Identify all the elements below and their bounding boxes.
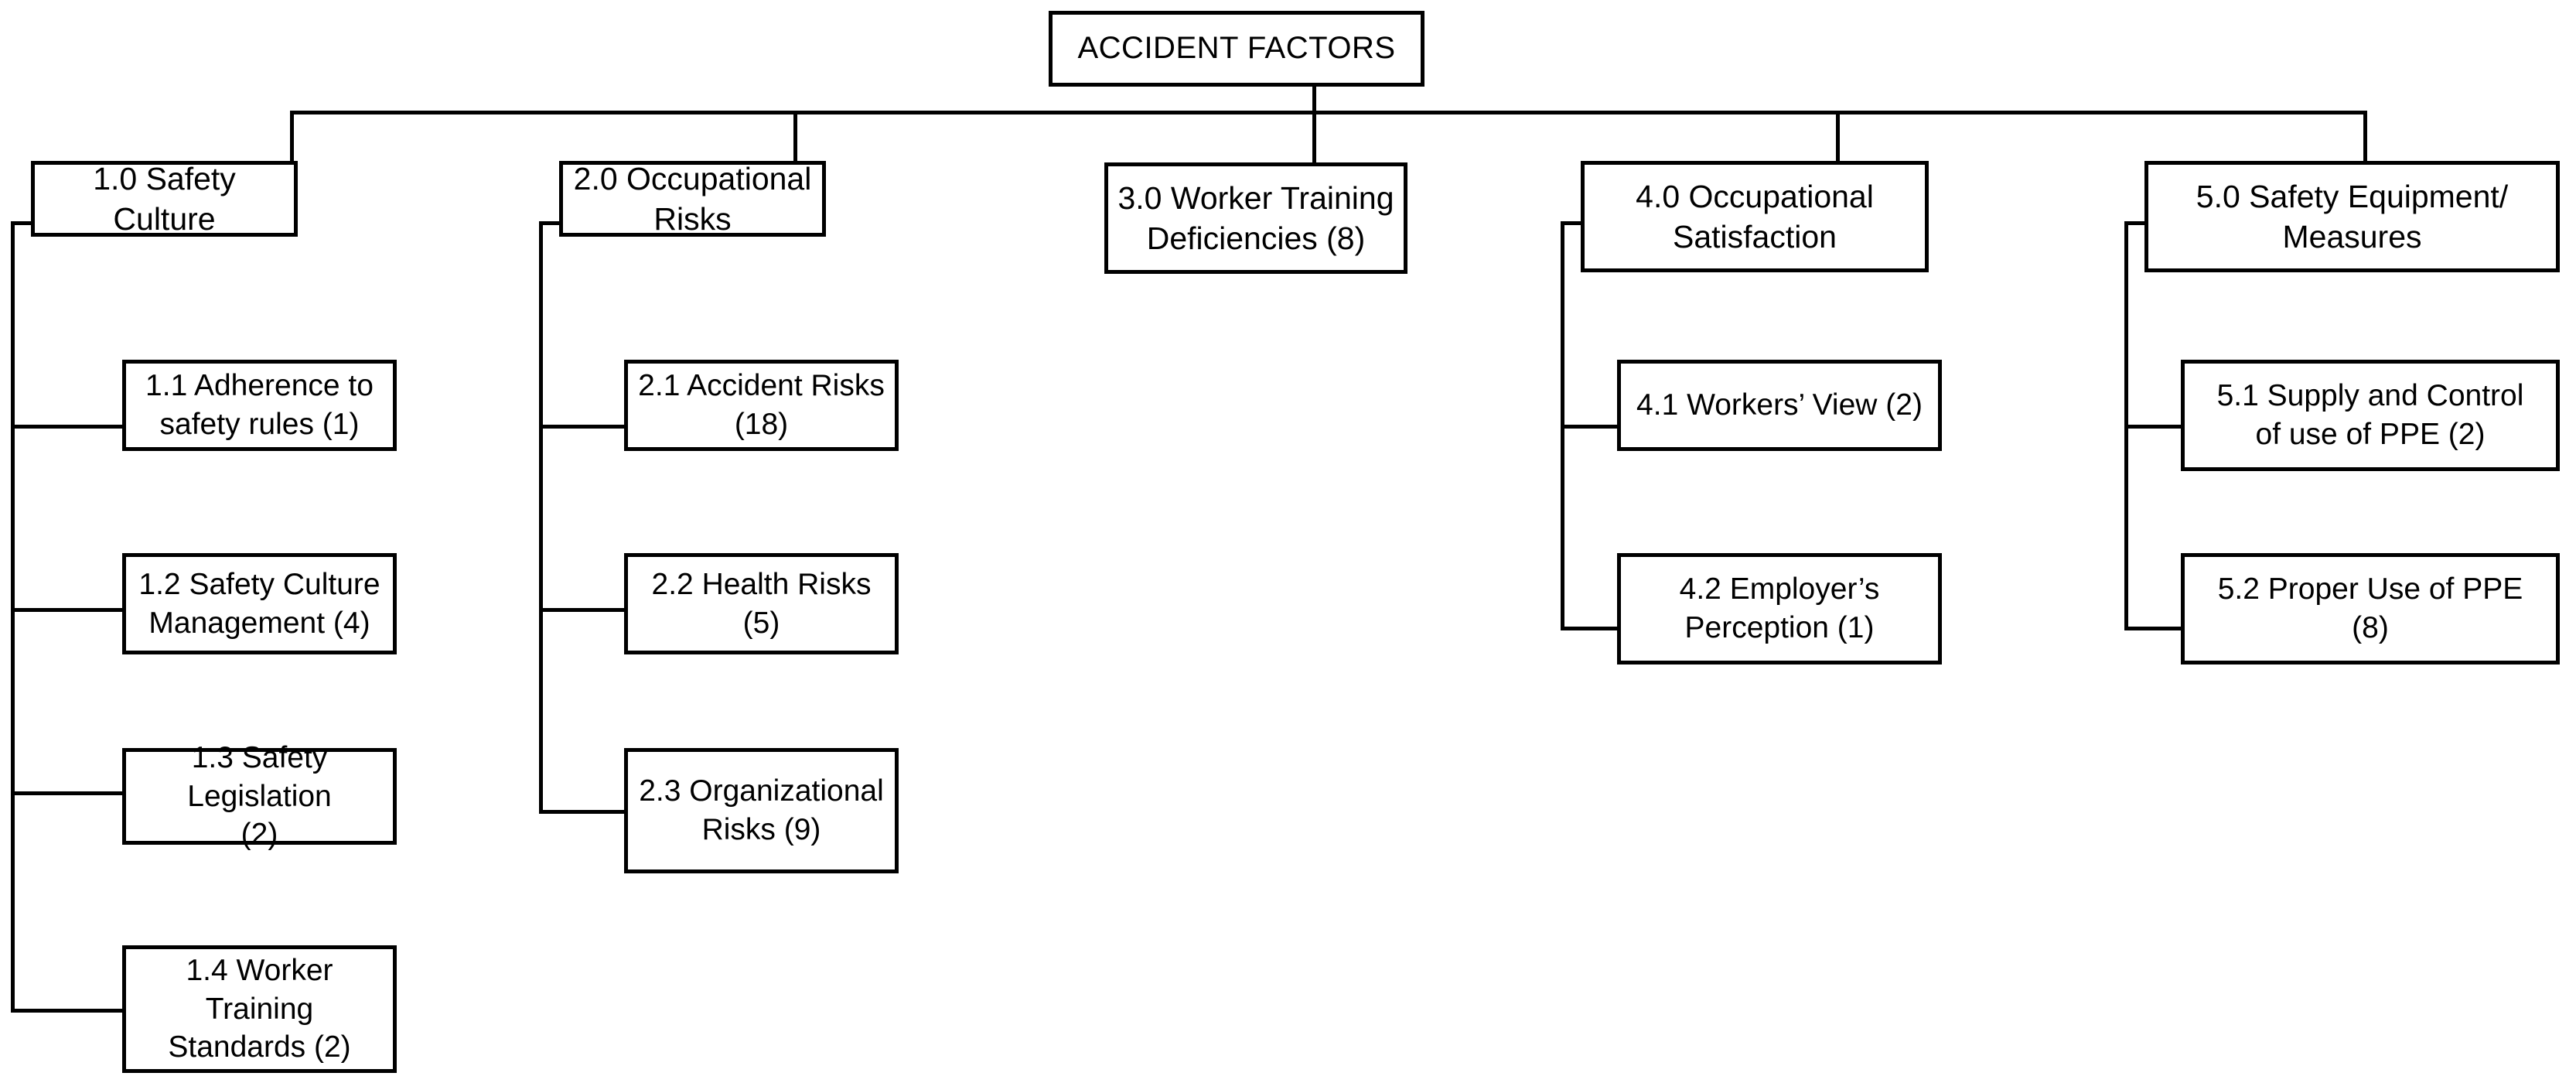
node-label: 4.2 Employer’s Perception (1): [1679, 572, 1880, 644]
connector-spine-2: [539, 221, 543, 814]
node-1-2-safety-culture-management[interactable]: 1.2 Safety Culture Management (4): [122, 553, 397, 654]
connector-bus-drop-5: [2363, 111, 2367, 161]
node-4-1-workers-view[interactable]: 4.1 Workers’ View (2): [1617, 360, 1942, 451]
node-label: 4.0 Occupational Satisfaction: [1636, 178, 1874, 255]
connector-stub-1-0: [11, 221, 31, 225]
connector-stub-1-3: [11, 791, 122, 795]
connector-bus-drop-4: [1836, 111, 1840, 161]
connector-stub-5-2: [2124, 627, 2181, 630]
connector-stub-2-1: [539, 425, 624, 429]
node-2-0-occupational-risks[interactable]: 2.0 Occupational Risks: [559, 161, 826, 237]
node-1-0-safety-culture[interactable]: 1.0 Safety Culture: [31, 161, 298, 237]
node-1-1-adherence-to-safety-rules[interactable]: 1.1 Adherence to safety rules (1): [122, 360, 397, 451]
node-2-1-accident-risks[interactable]: 2.1 Accident Risks (18): [624, 360, 899, 451]
node-label: 2.3 Organizational Risks (9): [639, 774, 884, 846]
connector-root-drop: [1312, 87, 1316, 113]
connector-stub-5-1: [2124, 425, 2181, 429]
connector-stub-2-3: [539, 810, 624, 814]
connector-stub-4-0: [1561, 221, 1581, 225]
node-label: 5.0 Safety Equipment/ Measures: [2196, 178, 2509, 255]
node-1-3-safety-legislation[interactable]: 1.3 Safety Legislation (2): [122, 741, 397, 851]
node-label: 4.1 Workers’ View (2): [1636, 388, 1923, 422]
node-label: 1.2 Safety Culture Management (4): [138, 567, 380, 640]
node-1-4-worker-training-standards[interactable]: 1.4 Worker Training Standards (2): [122, 945, 397, 1073]
node-label: 1.4 Worker Training Standards (2): [168, 953, 351, 1064]
connector-stub-4-2: [1561, 627, 1617, 630]
node-label: 2.2 Health Risks (5): [651, 567, 872, 640]
node-2-3-organizational-risks[interactable]: 2.3 Organizational Risks (9): [624, 748, 899, 873]
node-5-1-supply-and-control-of-use-of-ppe[interactable]: 5.1 Supply and Control of use of PPE (2): [2181, 360, 2560, 471]
connector-bus-drop-3: [1312, 111, 1316, 162]
connector-stub-2-2: [539, 608, 624, 612]
node-accident-factors[interactable]: ACCIDENT FACTORS: [1049, 11, 1424, 87]
node-label: 2.0 Occupational Risks: [573, 160, 812, 237]
connector-main-bus: [290, 111, 2367, 114]
node-label: 1.0 Safety Culture: [93, 160, 236, 237]
node-label: 1.3 Safety Legislation (2): [187, 740, 332, 852]
node-4-0-occupational-satisfaction[interactable]: 4.0 Occupational Satisfaction: [1581, 161, 1929, 272]
connector-stub-5-0: [2124, 221, 2144, 225]
connector-stub-1-2: [11, 608, 122, 612]
connector-bus-drop-2: [793, 111, 797, 161]
node-3-0-worker-training-deficiencies[interactable]: 3.0 Worker Training Deficiencies (8): [1104, 162, 1407, 274]
node-5-0-safety-equipment-measures[interactable]: 5.0 Safety Equipment/ Measures: [2144, 161, 2560, 272]
connector-bus-drop-1: [290, 111, 294, 161]
node-2-2-health-risks[interactable]: 2.2 Health Risks (5): [624, 553, 899, 654]
node-label: 3.0 Worker Training Deficiencies (8): [1117, 179, 1394, 256]
connector-spine-1: [11, 221, 15, 1013]
connector-stub-1-4: [11, 1009, 122, 1013]
node-label: 5.1 Supply and Control of use of PPE (2): [2216, 379, 2524, 451]
node-4-2-employers-perception[interactable]: 4.2 Employer’s Perception (1): [1617, 553, 1942, 664]
node-label: 5.2 Proper Use of PPE (8): [2217, 572, 2523, 644]
connector-stub-4-1: [1561, 425, 1617, 429]
node-label: 1.1 Adherence to safety rules (1): [145, 369, 374, 441]
node-label: ACCIDENT FACTORS: [1077, 31, 1396, 66]
connector-stub-2-0: [539, 221, 559, 225]
node-label: 2.1 Accident Risks (18): [638, 369, 885, 441]
connector-stub-1-1: [11, 425, 122, 429]
node-5-2-proper-use-of-ppe[interactable]: 5.2 Proper Use of PPE (8): [2181, 553, 2560, 664]
